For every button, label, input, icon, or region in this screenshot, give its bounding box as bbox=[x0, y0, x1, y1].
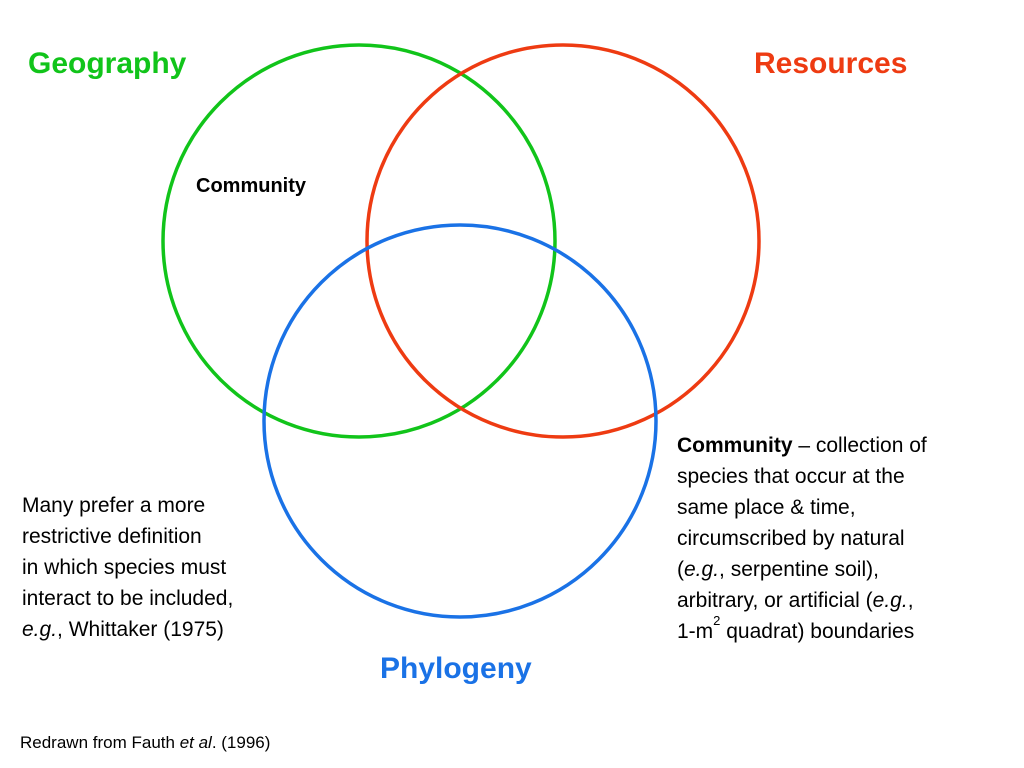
left-note-line: interact to be included, bbox=[22, 587, 234, 610]
source-credit: Redrawn from Fauth et al. (1996) bbox=[20, 734, 270, 751]
credit-text: Redrawn from Fauth bbox=[20, 733, 180, 752]
left-note-line: e.g., Whittaker (1975) bbox=[22, 614, 292, 645]
right-note-line: arbitrary, or artificial (e.g., bbox=[677, 585, 1007, 616]
left-note-line: Many prefer a more bbox=[22, 494, 206, 517]
phylogeny-label: Phylogeny bbox=[380, 652, 532, 685]
geography-label: Geography bbox=[28, 47, 187, 80]
right-note-eg: e.g. bbox=[872, 589, 908, 612]
left-note: Many prefer a more restrictive definitio… bbox=[22, 490, 292, 645]
credit-text: . (1996) bbox=[211, 733, 271, 752]
superscript-two: 2 bbox=[713, 613, 721, 628]
right-note-line: 1-m2 quadrat) boundaries bbox=[677, 613, 1007, 647]
right-note-text: – collection of bbox=[792, 434, 927, 457]
left-note-line: in which species must bbox=[22, 556, 227, 579]
right-note-text: ( bbox=[677, 558, 684, 581]
left-note-eg: e.g. bbox=[22, 618, 58, 641]
right-note-line: (e.g., serpentine soil), bbox=[677, 554, 1007, 585]
right-note-text: , bbox=[907, 589, 914, 612]
right-note-line: Community – collection of bbox=[677, 430, 1007, 461]
right-note-line: species that occur at the bbox=[677, 465, 905, 488]
right-note-line: circumscribed by natural bbox=[677, 527, 905, 550]
right-note-text: quadrat) boundaries bbox=[720, 620, 915, 643]
right-note-eg: e.g. bbox=[684, 558, 720, 581]
left-note-line: restrictive definition bbox=[22, 525, 202, 548]
geography-circle bbox=[161, 43, 557, 439]
resources-circle bbox=[365, 43, 761, 439]
community-label: Community bbox=[196, 175, 306, 197]
phylogeny-circle bbox=[262, 223, 658, 619]
right-note-text: , serpentine soil), bbox=[719, 558, 879, 581]
right-note-text: arbitrary, or artificial ( bbox=[677, 589, 873, 612]
right-note: Community – collection of species that o… bbox=[677, 430, 1007, 647]
left-note-citation: , Whittaker (1975) bbox=[57, 618, 224, 641]
credit-et-al: et al bbox=[179, 733, 212, 752]
right-note-text: 1-m bbox=[677, 620, 714, 643]
right-note-line: same place & time, bbox=[677, 496, 856, 519]
resources-label: Resources bbox=[754, 47, 908, 80]
right-note-term: Community bbox=[677, 434, 793, 457]
